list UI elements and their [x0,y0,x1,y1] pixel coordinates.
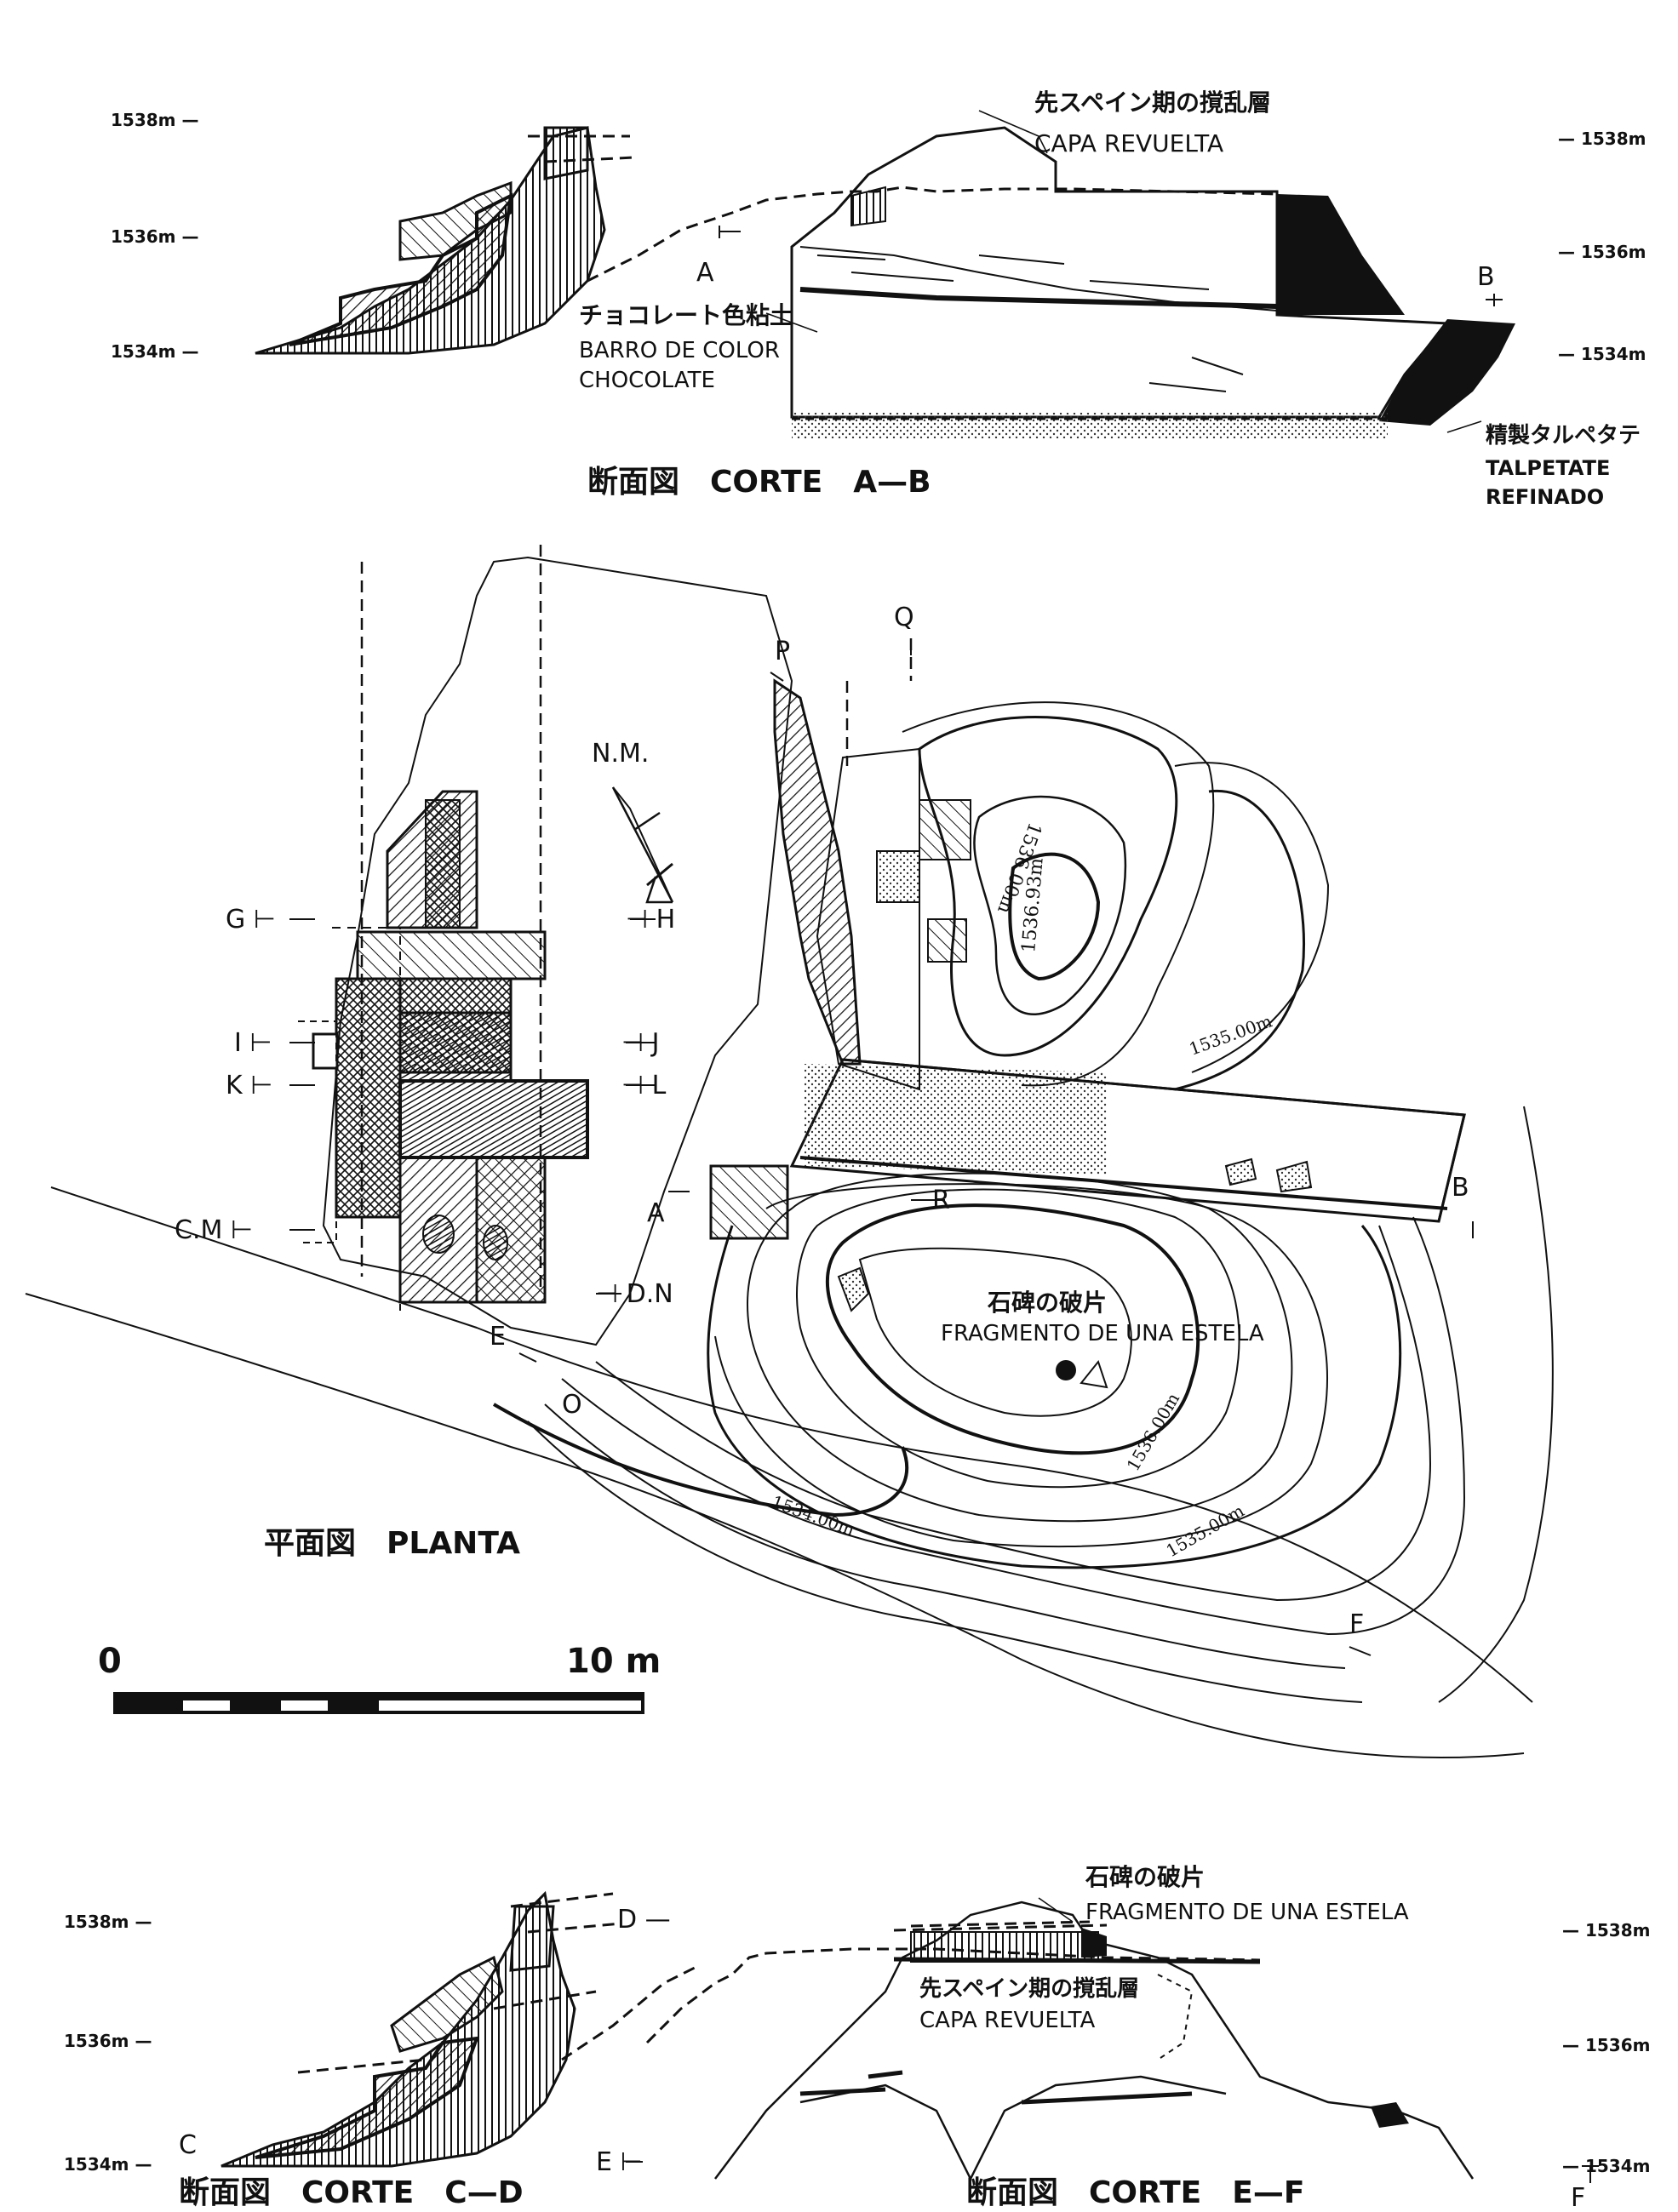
contour-label-1535-00a: 1535.00m [1187,1010,1275,1059]
elev-1536-left: 1536m — [111,226,198,247]
ef-elev-1536: — 1536m [1562,2035,1650,2055]
elev-1536-right: — 1536m [1558,242,1646,262]
marker-e-plan: E [490,1322,506,1352]
plan-title: 平面図 PLANTA [264,1526,520,1561]
plan-structure-west [298,790,589,1304]
capa-jp-ef: 先スペイン期の撹乱層 [919,1976,1139,2002]
plan: N.M. P Q G ⊢ ⊣ H I ⊢ ⊣ J K ⊢ ⊣ L C.M ⊢ A… [25,545,1554,1759]
stone-blob [837,1266,870,1312]
section-ab-body [790,126,1515,438]
marker-b-plan: B [1452,1173,1469,1203]
scale-zero: 0 [98,1642,122,1681]
marker-cm: C.M ⊢ [175,1215,253,1245]
marker-r: R [932,1186,950,1215]
scale-ten: 10 m [566,1642,661,1681]
ground-line-ab [587,186,1278,283]
marker-e-cd: E ⊢ [596,2147,643,2177]
marker-b-section: B [1477,262,1495,292]
talpetate-jp: 精製タルペタテ [1486,423,1641,449]
estela-point [1056,1360,1076,1380]
gravel-base-ab [792,413,1388,438]
ef-elev-1534: — 1534m [1562,2156,1650,2176]
marker-i: I ⊢ [234,1028,272,1058]
marker-l: ⊣ L [621,1071,667,1100]
capa-revuelta-es-ab: CAPA REVUELTA [1034,129,1223,157]
terrain-line-east [1438,1106,1554,1703]
leader-capa-ab [978,110,1048,154]
marker-c: C [179,2130,197,2160]
marker-q: Q [894,603,914,632]
talpetate-es-line1: TALPETATE [1486,456,1610,480]
cd-elev-1538: 1538m — [64,1912,152,1932]
plan-dashed-grid [360,545,913,1294]
talpetate-black-block [1277,194,1405,315]
stone-blob [1275,1160,1313,1193]
marker-j: ⊣ J [621,1028,660,1058]
elev-1538-left: 1538m — [111,110,198,130]
terrain-line-2 [25,1293,1525,1759]
cd-elev-1534: 1534m — [64,2154,152,2175]
marker-a-section: A [696,258,714,288]
section-ab: 1538m — 1536m — 1534m — — 1538m — 1536m … [111,89,1646,509]
cd-elev-1536: 1536m — [64,2031,152,2051]
marker-f-plan: F [1349,1609,1364,1639]
plan-ramp-p [773,678,971,1091]
estela-jp-plan: 石碑の破片 [987,1289,1107,1317]
section-marker-ticks [289,643,1474,1656]
elev-1534-left: 1534m — [111,341,198,362]
marker-dn: ⊣ D.N [596,1279,673,1309]
section-ab-mound [255,126,635,355]
contour-label-1536-00b: 1536.00m [1123,1389,1184,1474]
barro-es-line2: CHOCOLATE [579,368,715,393]
contour-label-1534-00: 1534.00m [769,1491,857,1540]
section-cd-title: 断面図 CORTE C—D [179,2175,524,2210]
leader-talpetate [1446,420,1482,433]
marker-d: D — [617,1905,671,1935]
talpetate-black-wedge [1379,319,1515,426]
marker-b-tick [1486,294,1503,306]
north-arrow [611,786,674,904]
elev-1538-right: — 1538m [1558,129,1646,149]
elev-1534-right: — 1534m [1558,344,1646,364]
talpetate-es-line2: REFINADO [1486,485,1604,509]
barro-jp: チョコレート色粘土 [579,301,793,329]
north-label: N.M. [592,739,649,769]
marker-a-plan: A [647,1198,665,1228]
marker-h: ⊣ H [626,905,675,935]
section-cd: 1538m — 1536m — 1534m — C D — E ⊢ 断面図 CO… [64,1890,699,2210]
capa-revuelta-jp-ab: 先スペイン期の撹乱層 [1034,89,1271,117]
plan-central-wall [709,1058,1466,1240]
estela-es-plan: FRAGMENTO DE UNA ESTELA [941,1321,1264,1346]
marker-k: K ⊢ [226,1071,272,1100]
marker-f-ef: F [1571,2183,1585,2212]
marker-a-tick [719,226,741,238]
marker-o: O [562,1390,582,1420]
terrain-line-1 [50,1186,1533,1703]
section-ef: — 1538m — 1536m — 1534m 石碑の破片 FRAGMENTO … [645,1863,1650,2212]
stone-blob [1224,1157,1257,1186]
estela-jp-ef: 石碑の破片 [1085,1863,1205,1891]
plan-contours-north [902,701,1330,1091]
estela-section-fragment [910,1931,1099,1963]
ef-elev-1538: — 1538m [1562,1920,1650,1941]
estela-es-ef: FRAGMENTO DE UNA ESTELA [1085,1900,1409,1925]
leader-barro [765,312,818,333]
marker-g: G ⊢ [226,905,276,935]
barro-es-line1: BARRO DE COLOR [579,338,780,363]
marker-p: P [775,637,790,666]
section-ab-title: 断面図 CORTE A—B [587,465,931,500]
capa-es-ef: CAPA REVUELTA [919,2008,1096,2033]
scale-bar: 0 10 m [98,1642,661,1714]
plan-contours-south [492,1172,1466,1703]
section-ef-title: 断面図 CORTE E—F [966,2175,1304,2210]
